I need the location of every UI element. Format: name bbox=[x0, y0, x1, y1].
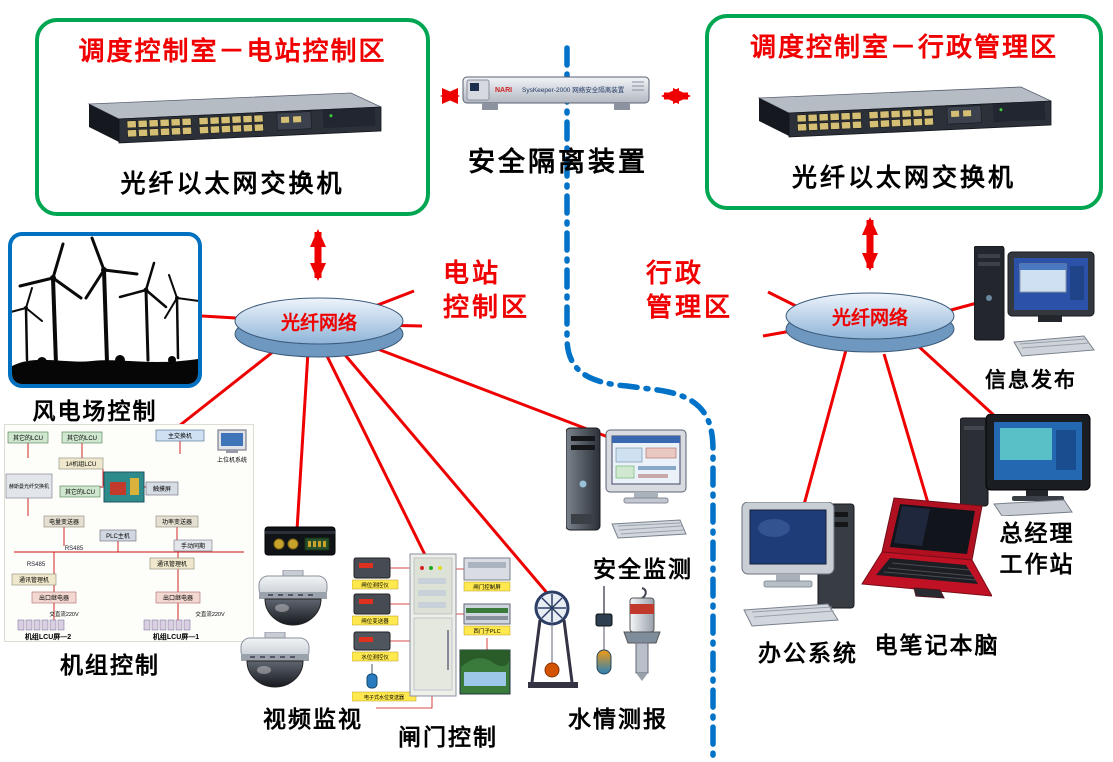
svg-text:交直流220V: 交直流220V bbox=[195, 610, 225, 618]
svg-text:出口继电器: 出口继电器 bbox=[163, 594, 193, 602]
svg-text:机组LCU屏—1: 机组LCU屏—1 bbox=[153, 632, 199, 641]
water-sensors-image bbox=[526, 586, 664, 699]
control-room-right-box: 调度控制室－行政管理区 bbox=[705, 14, 1103, 210]
isolation-device-label: 安全隔离装置 bbox=[468, 147, 648, 177]
office-system-computer-image bbox=[740, 501, 858, 633]
zone-boundary-line bbox=[564, 45, 716, 762]
control-room-right-title: 调度控制室－行政管理区 bbox=[749, 32, 1058, 62]
gate-control-image: 闸位测控仪 闸位变送器 水位测控仪 电子式水位变送器 闸门控制屏 bbox=[351, 550, 512, 723]
zone-label-administration: 行政 管理区 bbox=[646, 258, 734, 322]
svg-text:西门子PLC: 西门子PLC bbox=[473, 627, 500, 635]
svg-text:水位测控仪: 水位测控仪 bbox=[361, 653, 389, 661]
svg-text:其它的LCU: 其它的LCU bbox=[13, 434, 43, 442]
svg-text:赫斯曼光纤交换机: 赫斯曼光纤交换机 bbox=[9, 483, 49, 490]
laptop-image bbox=[860, 496, 993, 625]
left-hub-links bbox=[164, 289, 609, 601]
dome-camera-2-image bbox=[234, 631, 316, 699]
svg-text:功率变送器: 功率变送器 bbox=[162, 518, 192, 526]
gm-workstation-label: 总经理 工作站 bbox=[999, 520, 1075, 578]
video-surveillance-label: 视频监视 bbox=[263, 706, 363, 732]
ethernet-switch-right-label: 光纤以太网交换机 bbox=[791, 164, 1016, 192]
svg-text:主交换机: 主交换机 bbox=[168, 432, 192, 440]
svg-text:触摸屏: 触摸屏 bbox=[153, 485, 171, 493]
svg-text:闸位变送器: 闸位变送器 bbox=[361, 617, 389, 625]
svg-text:闸门控制屏: 闸门控制屏 bbox=[473, 583, 501, 591]
svg-text:其它的LCU: 其它的LCU bbox=[67, 434, 97, 442]
svg-text:其它的LCU: 其它的LCU bbox=[65, 488, 95, 496]
svg-text:RS485: RS485 bbox=[27, 562, 46, 568]
hub-right-label: 光纤网络 bbox=[831, 306, 908, 329]
laptop-label: 电笔记本脑 bbox=[874, 632, 1000, 658]
svg-text:机组LCU屏—2: 机组LCU屏—2 bbox=[25, 632, 71, 641]
svg-text:电子式水位变送器: 电子式水位变送器 bbox=[364, 694, 404, 701]
svg-text:RS485: RS485 bbox=[65, 546, 84, 552]
svg-text:PLC主机: PLC主机 bbox=[106, 532, 130, 540]
office-system-label: 办公系统 bbox=[758, 640, 858, 666]
info-publishing-computer-image bbox=[973, 245, 1096, 365]
svg-text:上位机系统: 上位机系统 bbox=[217, 456, 247, 464]
wind-farm-box bbox=[8, 232, 202, 388]
svg-text:通讯管理机: 通讯管理机 bbox=[19, 576, 49, 584]
svg-text:出口继电器: 出口继电器 bbox=[39, 594, 69, 602]
isolation-brand-text: NARI bbox=[495, 87, 512, 94]
svg-text:电量变送器: 电量变送器 bbox=[49, 518, 79, 526]
ethernet-switch-left-label: 光纤以太网交换机 bbox=[120, 170, 345, 198]
wind-turbines-image bbox=[12, 236, 198, 384]
svg-text:手动同期: 手动同期 bbox=[181, 542, 205, 550]
isolation-model-text: SysKeeper-2000 网络安全隔离装置 bbox=[522, 85, 625, 94]
svg-text:交直流220V: 交直流220V bbox=[49, 610, 79, 618]
backbone-arrows bbox=[310, 88, 878, 281]
ethernet-switch-left-image bbox=[83, 88, 388, 151]
dome-camera-1-image bbox=[252, 569, 334, 637]
fiber-network-hub-right: 光纤网络 bbox=[783, 287, 958, 362]
gm-workstation-computer-image bbox=[959, 413, 1094, 521]
gate-control-label: 闸门控制 bbox=[398, 724, 498, 750]
ethernet-switch-right-image bbox=[753, 82, 1058, 145]
safety-monitoring-label: 安全监测 bbox=[593, 556, 693, 582]
unit-control-label: 机组控制 bbox=[60, 652, 160, 678]
safety-monitoring-computer-image bbox=[565, 426, 688, 551]
wind-farm-label: 风电场控制 bbox=[32, 398, 158, 424]
svg-text:1#机组LCU: 1#机组LCU bbox=[66, 460, 97, 468]
svg-text:通讯管理机: 通讯管理机 bbox=[157, 560, 187, 568]
hub-left-label: 光纤网络 bbox=[280, 311, 357, 334]
svg-text:闸位测控仪: 闸位测控仪 bbox=[361, 581, 389, 589]
info-publishing-label: 信息发布 bbox=[985, 369, 1077, 392]
zone-label-power-control: 电站 控制区 bbox=[443, 258, 531, 322]
control-room-left-title: 调度控制室－电站控制区 bbox=[78, 36, 387, 66]
video-converter-image bbox=[263, 521, 337, 568]
control-room-left-box: 调度控制室－电站控制区 bbox=[35, 18, 430, 216]
fiber-network-hub-left: 光纤网络 bbox=[232, 292, 407, 367]
isolation-device-image: NARI SysKeeper-2000 网络安全隔离装置 bbox=[462, 70, 650, 123]
unit-control-image: 其它的LCU 其它的LCU 主交换机 上位机系统 1#机组LCU 赫斯曼光纤交换… bbox=[4, 424, 254, 647]
water-monitoring-label: 水情测报 bbox=[568, 706, 668, 732]
